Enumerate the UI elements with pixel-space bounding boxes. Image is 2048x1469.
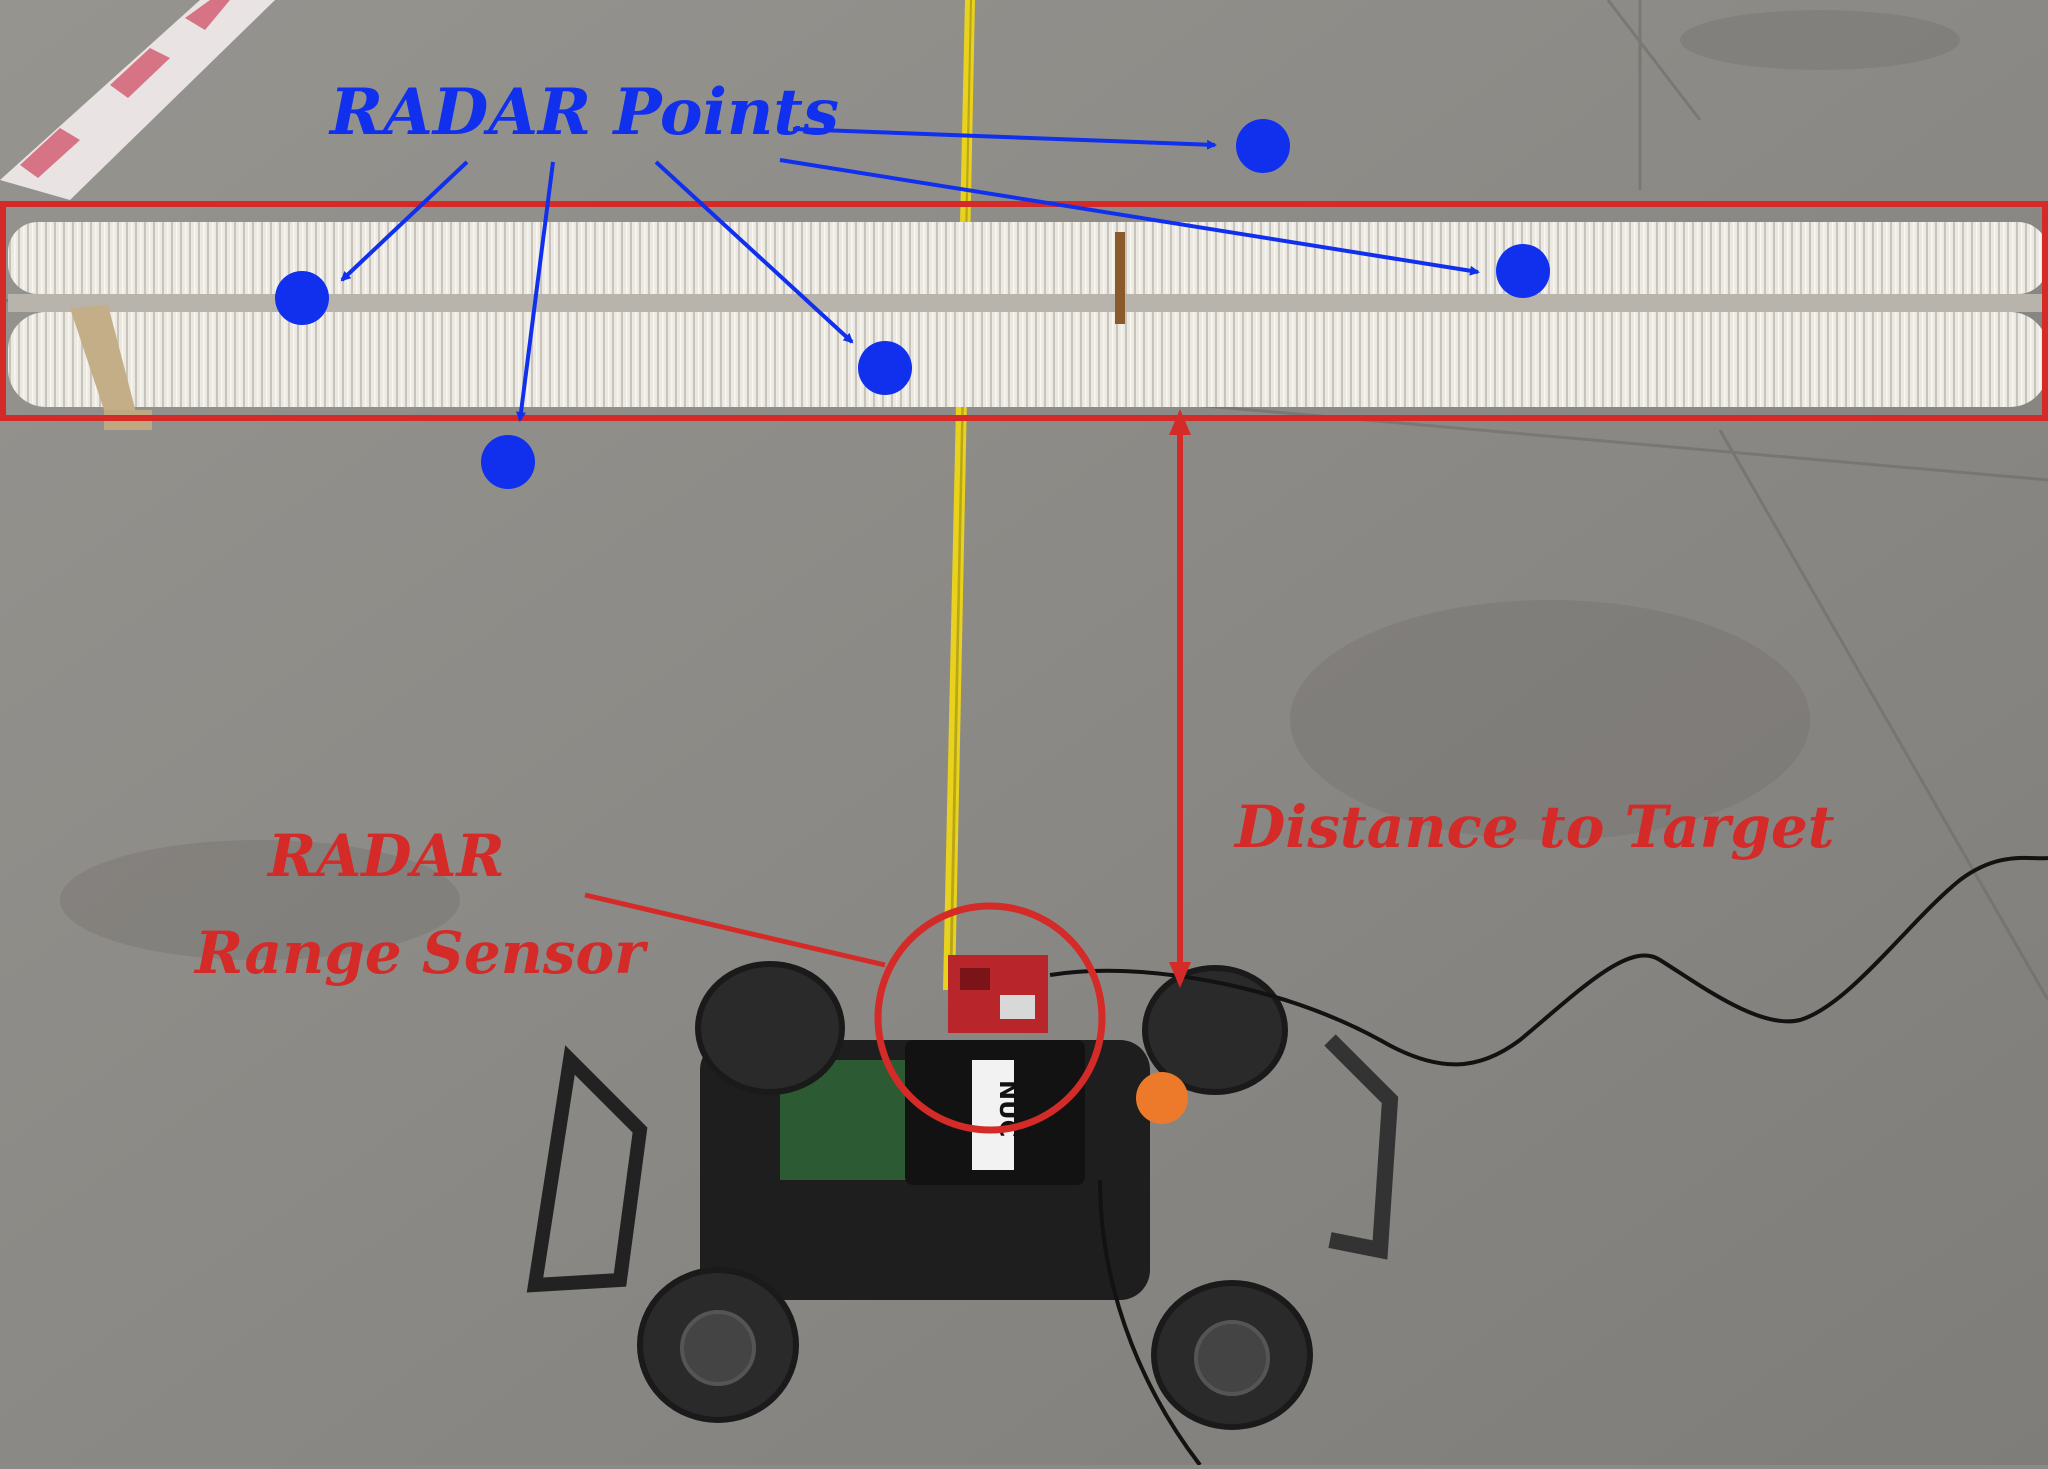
radar-point-arrow [792,127,1217,150]
radar-point [1496,244,1550,298]
orange-cap [1136,1072,1188,1124]
sensor-pointer-line [584,892,886,968]
radar-point-arrow [516,161,555,422]
barrier-tape [0,0,275,200]
sensor-label-line1: RADAR [266,822,505,890]
radar-point-arrow [779,158,1480,276]
floor-stains [60,10,1960,960]
sensor-label-line2: Range Sensor [193,919,649,987]
radar-point [275,271,329,325]
target-bounding-box [0,201,2048,421]
radar-point-arrows [340,127,1480,422]
radar-point [858,341,912,395]
radar-point [481,435,535,489]
usb-cable [1049,855,2048,1067]
radar-point [1236,119,1290,173]
radar-sensor-board [948,955,1048,1033]
radar-point-arrow [340,160,469,282]
usb-cable-lower [1098,1179,1202,1467]
rc-car-hubs [680,1310,1270,1396]
radar-point-arrow [654,160,854,344]
sensor-highlight-circle [874,902,1106,1134]
distance-label: Distance to Target [1233,793,1835,861]
radar-points-label: RADAR Points [328,75,839,150]
radar-points [275,119,1550,489]
